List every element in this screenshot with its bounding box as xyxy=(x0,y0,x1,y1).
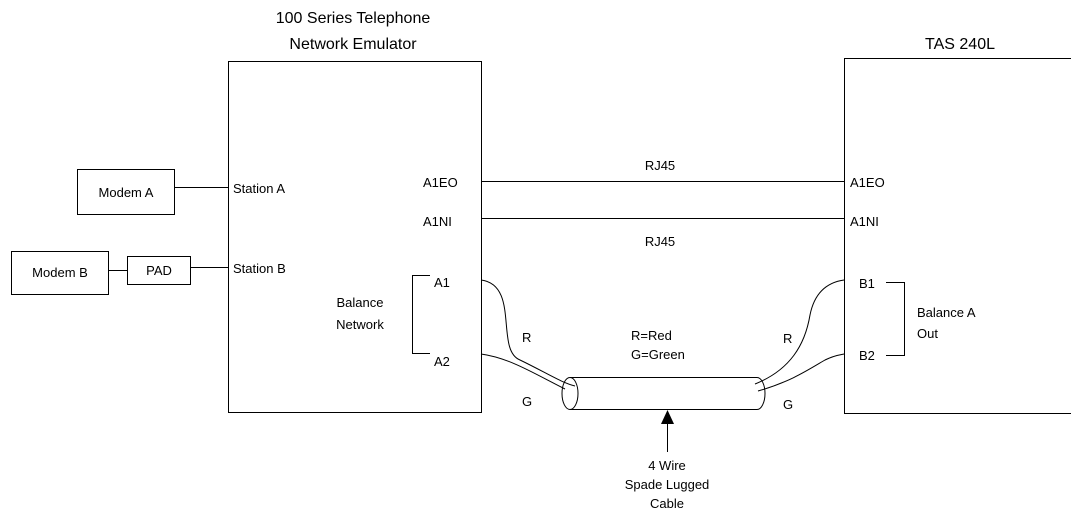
station-a-label: Station A xyxy=(233,181,286,196)
modem-b-box xyxy=(11,251,109,295)
rj45-top-label: RJ45 xyxy=(644,158,676,173)
legend-red: R=Red xyxy=(631,328,672,343)
balance-a-out-label-line1: Balance A xyxy=(917,305,976,320)
left-green-wire-label: G xyxy=(522,394,533,409)
emulator-port-a1ni: A1NI xyxy=(423,214,452,229)
legend-green: G=Green xyxy=(631,347,685,362)
emulator-port-a1eo: A1EO xyxy=(423,175,458,190)
balance-a-out-label-line2: Out xyxy=(917,326,938,341)
tas-port-a1ni: A1NI xyxy=(850,214,879,229)
cable-end-right xyxy=(756,377,766,410)
cable-note-line2: Spade Lugged xyxy=(624,477,710,492)
tas-title: TAS 240L xyxy=(925,36,995,53)
tas-port-a1eo: A1EO xyxy=(850,175,885,190)
balance-network-label-line1: Balance xyxy=(336,295,384,310)
modem-a-label: Modem A xyxy=(98,185,154,200)
tas-port-b1: B1 xyxy=(859,276,875,291)
emulator-port-a2: A2 xyxy=(434,354,450,369)
cable-pointer-arrowhead xyxy=(661,410,674,424)
emulator-title-line2: Network Emulator xyxy=(289,36,417,53)
tas-box xyxy=(844,58,1071,414)
right-red-wire xyxy=(754,279,845,385)
pad-label: PAD xyxy=(146,263,172,278)
right-green-wire-label: G xyxy=(783,397,794,412)
cable-note-line1: 4 Wire xyxy=(648,458,686,473)
modem-a-box xyxy=(77,169,175,215)
cable-end-left xyxy=(561,377,579,410)
rj45-bottom-label: RJ45 xyxy=(644,234,676,249)
balance-a-out-bracket xyxy=(886,282,905,356)
modem-b-label: Modem B xyxy=(32,265,88,280)
emulator-title-line1: 100 Series Telephone xyxy=(275,10,431,27)
cable-note-line3: Cable xyxy=(650,496,684,511)
emulator-box xyxy=(228,61,482,413)
tas-port-b2: B2 xyxy=(859,348,875,363)
left-red-wire-label: R xyxy=(522,330,532,345)
pad-box xyxy=(127,256,191,285)
balance-network-label-line2: Network xyxy=(336,317,384,332)
right-green-wire xyxy=(757,353,845,392)
left-red-wire xyxy=(480,279,576,387)
emulator-port-a1: A1 xyxy=(434,275,450,290)
balance-network-bracket xyxy=(412,275,430,354)
station-b-label: Station B xyxy=(233,261,286,276)
right-red-wire-label: R xyxy=(783,331,793,346)
left-green-wire xyxy=(480,353,566,390)
